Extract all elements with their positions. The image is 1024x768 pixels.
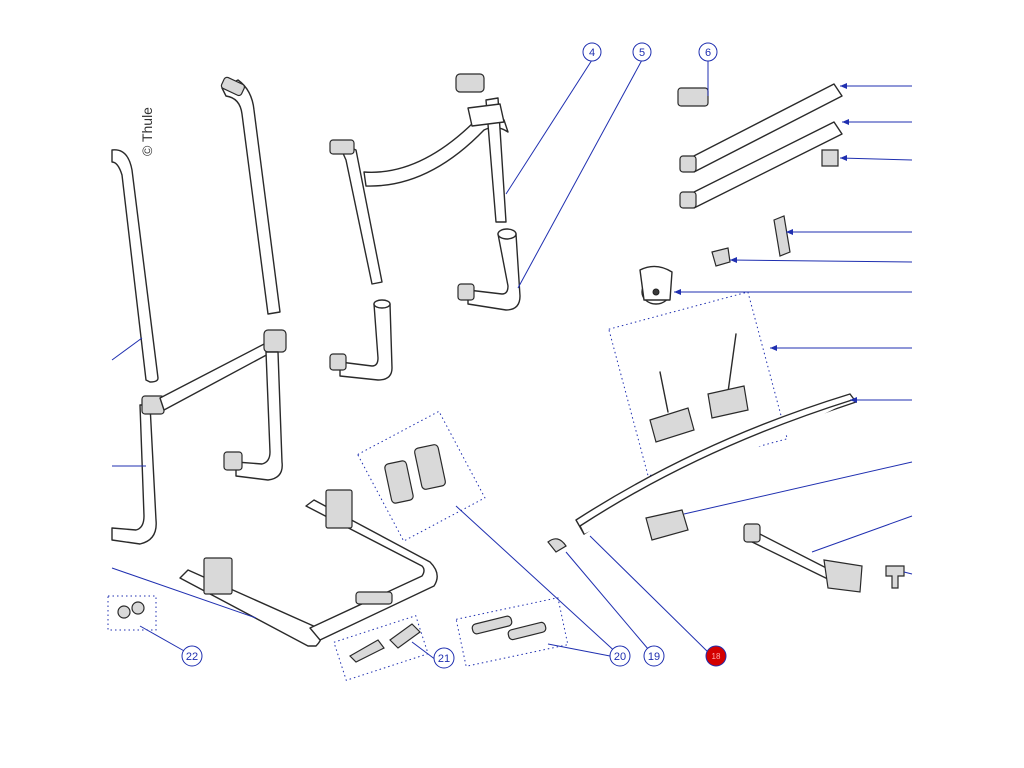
svg-text:20: 20 (614, 651, 626, 663)
upper-frame-part-4[interactable] (329, 73, 509, 285)
pad-group-box (357, 410, 486, 542)
j-tube-part-5[interactable] (457, 228, 521, 311)
callout-top-5[interactable]: 5 (632, 42, 652, 62)
svg-text:4: 4 (589, 47, 595, 59)
callout-21[interactable]: 21 (433, 647, 455, 669)
copyright-label: © Thule (139, 107, 155, 156)
j-tube-left[interactable] (329, 299, 393, 381)
callout-20[interactable]: 20 (609, 645, 631, 667)
middle-upright-tube[interactable] (220, 76, 281, 315)
small-clip[interactable] (821, 149, 839, 167)
left-frame-tube[interactable] (111, 149, 159, 383)
callout-22[interactable]: 22 (181, 645, 203, 667)
clip-parts-21[interactable] (349, 623, 421, 663)
leader-lines (111, 59, 913, 661)
strap-group-box-20 (455, 597, 569, 667)
callout-top-4[interactable]: 4 (582, 42, 602, 62)
svg-text:22: 22 (186, 651, 198, 663)
rail-upper[interactable] (679, 83, 843, 173)
nut-group-box-22 (107, 595, 157, 631)
holding-arm[interactable] (743, 523, 863, 593)
left-lower-frame[interactable] (111, 329, 287, 545)
lock-key[interactable] (885, 565, 905, 589)
nuts-part-22[interactable] (117, 601, 145, 619)
callout-18-highlighted[interactable]: 18 (705, 645, 727, 667)
svg-text:18: 18 (712, 652, 721, 661)
hook-part[interactable] (773, 215, 791, 257)
rail-clamp[interactable] (645, 509, 689, 541)
latch-part-6[interactable] (677, 87, 709, 107)
svg-text:5: 5 (639, 47, 645, 59)
reflector-disc[interactable] (639, 265, 673, 305)
rail-lower[interactable] (679, 121, 843, 209)
end-cap-19[interactable] (547, 538, 567, 553)
callout-top-6[interactable]: 6 (698, 42, 718, 62)
strap-fastener-group-box (608, 291, 788, 477)
wheel-channel-rail[interactable] (575, 393, 857, 535)
leader-arrowheads (674, 83, 857, 403)
svg-text:19: 19 (648, 651, 660, 663)
bottom-base-frame[interactable] (179, 489, 438, 647)
strap-parts-20[interactable] (471, 615, 547, 641)
strap-fasteners[interactable] (649, 333, 749, 443)
callout-19[interactable]: 19 (643, 645, 665, 667)
foot-pads[interactable] (384, 444, 446, 504)
svg-text:6: 6 (705, 47, 711, 59)
svg-text:21: 21 (438, 653, 450, 665)
knob-part[interactable] (711, 247, 731, 267)
